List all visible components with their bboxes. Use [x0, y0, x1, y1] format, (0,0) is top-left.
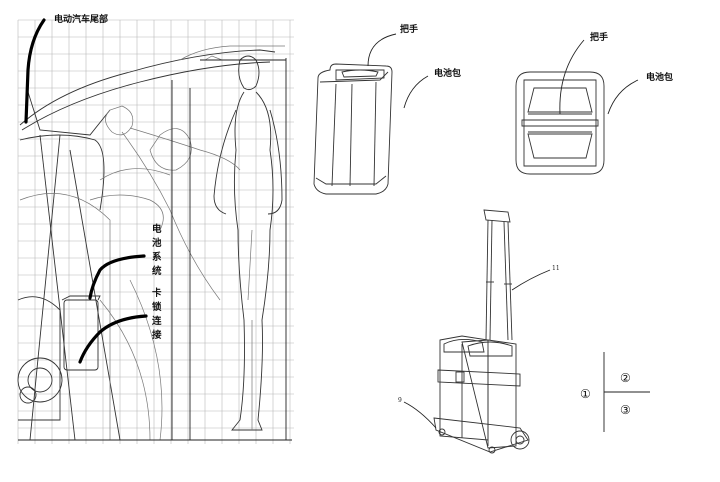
handle-label-top: 把手	[590, 31, 608, 43]
lock-connection-label-1: 卡	[152, 287, 162, 299]
leader-pack-side	[403, 75, 429, 109]
measurement-grid	[17, 19, 294, 444]
battery-system-label-2: 池	[152, 237, 162, 249]
lock-connection-label-4: 接	[152, 329, 162, 341]
view-index-diagram: ① ② ③	[580, 352, 650, 432]
left-technical-sketch: 电动汽车尾部 电 池 系 统 卡 锁 连 接	[17, 13, 294, 444]
pack-label-side: 电池包	[434, 67, 461, 79]
car-rear-outline	[17, 49, 276, 441]
lock-connection-label-2: 锁	[152, 301, 162, 313]
view-index-3: ③	[620, 403, 631, 417]
car-rear-label: 电动汽车尾部	[54, 13, 108, 25]
view-index-1: ①	[580, 387, 591, 401]
leader-handle-top	[559, 39, 585, 115]
battery-pack-side-view: 把手 电池包	[313, 23, 461, 195]
human-figure	[89, 45, 285, 431]
leader-ref-11	[511, 269, 551, 291]
leader-ref-9	[403, 401, 437, 429]
battery-system-label-1: 电	[152, 223, 162, 235]
pack-label-top: 电池包	[646, 71, 673, 83]
battery-pack-top-view: 把手 电池包	[515, 31, 673, 175]
view-index-2: ②	[620, 371, 631, 385]
ref-number-9: 9	[398, 397, 402, 404]
lock-connection-label-3: 连	[152, 315, 162, 327]
leader-car-rear	[24, 18, 46, 124]
leader-handle-side	[367, 33, 397, 67]
handle-label-side: 把手	[400, 23, 418, 35]
dimension-lines	[18, 58, 292, 441]
leader-lock-connection	[78, 314, 148, 364]
leader-pack-top	[607, 79, 639, 115]
ref-number-11: 11	[552, 265, 560, 272]
battery-system-label-4: 统	[152, 265, 162, 277]
battery-trolley: 11 9	[398, 209, 560, 454]
battery-system-label-3: 系	[152, 251, 162, 263]
leader-battery-system	[88, 254, 146, 300]
